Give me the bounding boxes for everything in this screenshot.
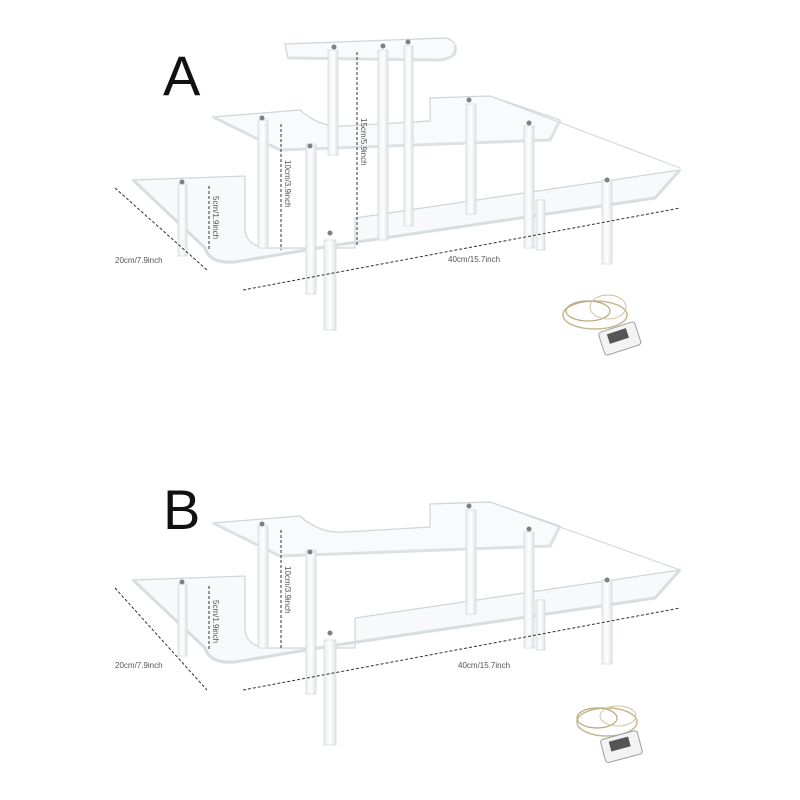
width-dimension-label: 40cm/15.7inch (448, 255, 500, 264)
variant-label: A (163, 44, 201, 107)
height-5cm-label: 5cm/1.9inch (211, 196, 220, 239)
height-10cm-label: 10cm/3.9inch (283, 160, 292, 208)
battery-box-icon (600, 730, 643, 764)
height-10cm-label: 10cm/3.9inch (283, 566, 292, 614)
variant-b-panel: B (0, 400, 800, 800)
shelf-top (284, 37, 457, 61)
acrylic-stand-3-tier-illustration: 20cm/7.9inch 40cm/15.7inch 5cm/1.9inch 1… (114, 37, 682, 356)
depth-dimension-label: 20cm/7.9inch (115, 661, 163, 670)
height-15cm-label: 15cm/5.9inch (359, 118, 368, 166)
variant-label: B (163, 478, 201, 541)
width-dimension-label: 40cm/15.7inch (458, 661, 510, 670)
led-string-light-image (576, 705, 643, 764)
acrylic-stand-2-tier-illustration: 20cm/7.9inch 40cm/15.7inch 5cm/1.9inch 1… (114, 501, 682, 764)
variant-a-panel: A (114, 37, 682, 356)
height-5cm-label: 5cm/1.9inch (211, 600, 220, 643)
depth-dimension-label: 20cm/7.9inch (115, 256, 163, 265)
led-string-light-image (562, 294, 642, 356)
battery-box-icon (598, 321, 642, 356)
